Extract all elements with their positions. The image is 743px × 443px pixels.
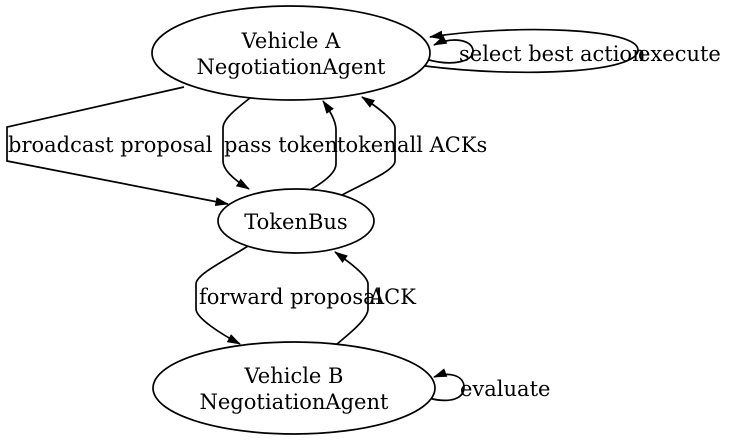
node-vehicle-a: Vehicle A NegotiationAgent	[151, 5, 431, 101]
edge-broadcast-proposal: broadcast proposal	[6, 86, 230, 207]
node-vehicle-a-ellipse	[151, 5, 431, 101]
edge-pass-token: pass token	[222, 97, 338, 190]
edge-execute: execute	[424, 28, 721, 74]
edge-label-token: token	[337, 133, 397, 157]
node-vehicle-a-label-line2: NegotiationAgent	[197, 55, 386, 79]
edge-label-pass-token: pass token	[224, 133, 338, 157]
edge-token: token	[309, 100, 397, 191]
edge-label-evaluate: evaluate	[460, 377, 550, 401]
node-vehicle-a-label-line1: Vehicle A	[241, 29, 341, 53]
edge-ack-path	[334, 251, 369, 345]
node-vehicle-b: Vehicle B NegotiationAgent	[152, 341, 436, 435]
node-tokenbus: TokenBus	[217, 188, 375, 254]
edge-evaluate-path	[427, 368, 465, 402]
node-vehicle-b-label-line1: Vehicle B	[244, 364, 344, 388]
edge-select-best-action-path	[428, 35, 474, 64]
node-tokenbus-label: TokenBus	[244, 210, 347, 234]
edge-execute-path	[424, 28, 639, 74]
node-vehicle-b-label-line2: NegotiationAgent	[200, 390, 389, 414]
edge-pass-token-path	[222, 97, 251, 190]
edge-label-forward-proposal: forward proposal	[199, 285, 383, 309]
node-vehicle-b-ellipse	[152, 341, 436, 435]
edge-label-execute: execute	[638, 42, 721, 66]
edge-token-path	[309, 100, 337, 191]
edge-ack: ACK	[334, 251, 416, 345]
edge-label-broadcast-proposal: broadcast proposal	[8, 133, 213, 157]
edge-broadcast-proposal-path	[6, 86, 230, 207]
edge-all-acks-path	[341, 96, 396, 196]
edge-evaluate: evaluate	[427, 368, 550, 402]
edge-forward-proposal-path	[195, 245, 249, 345]
edge-all-acks: all ACKs	[341, 96, 487, 196]
edge-label-all-acks: all ACKs	[397, 133, 487, 157]
edge-label-select-best-action: select best action	[459, 42, 646, 66]
node-tokenbus-ellipse	[217, 188, 375, 254]
edge-select-best-action: select best action	[428, 35, 646, 66]
edge-forward-proposal: forward proposal	[195, 245, 383, 345]
edge-label-ack: ACK	[368, 285, 416, 309]
